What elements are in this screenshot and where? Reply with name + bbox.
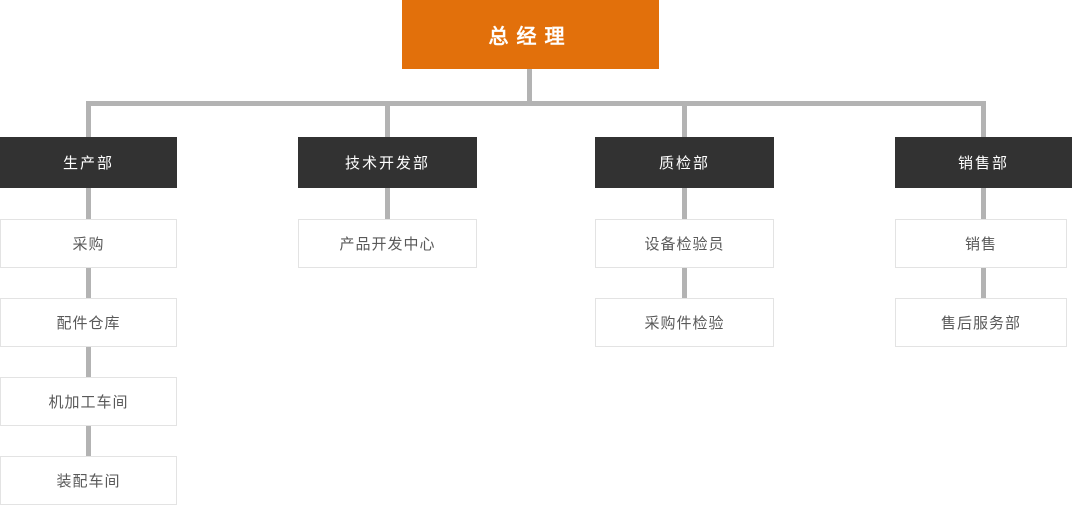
connector-dept-2-unit-0 xyxy=(682,188,687,219)
org-node-dept-sales: 销售部 xyxy=(895,137,1072,188)
connector-dept-3-unit-0 xyxy=(981,188,986,219)
connector-root-stem xyxy=(527,69,532,101)
connector-dept-0-unit-0 xyxy=(86,188,91,219)
org-node-unit-procurement: 采购 xyxy=(0,219,177,268)
connector-drop-dept-3 xyxy=(981,106,986,137)
connector-unit-2-0-unit-2-1 xyxy=(682,268,687,298)
org-node-dept-tech-development: 技术开发部 xyxy=(298,137,477,188)
connector-horizontal-bus xyxy=(86,101,986,106)
connector-unit-0-2-unit-0-3 xyxy=(86,426,91,456)
connector-drop-dept-2 xyxy=(682,106,687,137)
connector-dept-1-unit-0 xyxy=(385,188,390,219)
org-node-unit-product-dev-center: 产品开发中心 xyxy=(298,219,477,268)
connector-drop-dept-1 xyxy=(385,106,390,137)
org-node-unit-equipment-inspector: 设备检验员 xyxy=(595,219,774,268)
org-node-dept-quality-inspection: 质检部 xyxy=(595,137,774,188)
org-node-unit-sales: 销售 xyxy=(895,219,1067,268)
org-node-root: 总经理 xyxy=(402,0,659,69)
connector-unit-0-0-unit-0-1 xyxy=(86,268,91,298)
connector-drop-dept-0 xyxy=(86,106,91,137)
org-node-unit-machining-workshop: 机加工车间 xyxy=(0,377,177,426)
connector-unit-3-0-unit-3-1 xyxy=(981,268,986,298)
org-node-unit-parts-warehouse: 配件仓库 xyxy=(0,298,177,347)
org-node-unit-purchased-parts-inspection: 采购件检验 xyxy=(595,298,774,347)
org-node-dept-production: 生产部 xyxy=(0,137,177,188)
org-node-unit-after-sales-service: 售后服务部 xyxy=(895,298,1067,347)
connector-unit-0-1-unit-0-2 xyxy=(86,347,91,377)
org-node-unit-assembly-workshop: 装配车间 xyxy=(0,456,177,505)
